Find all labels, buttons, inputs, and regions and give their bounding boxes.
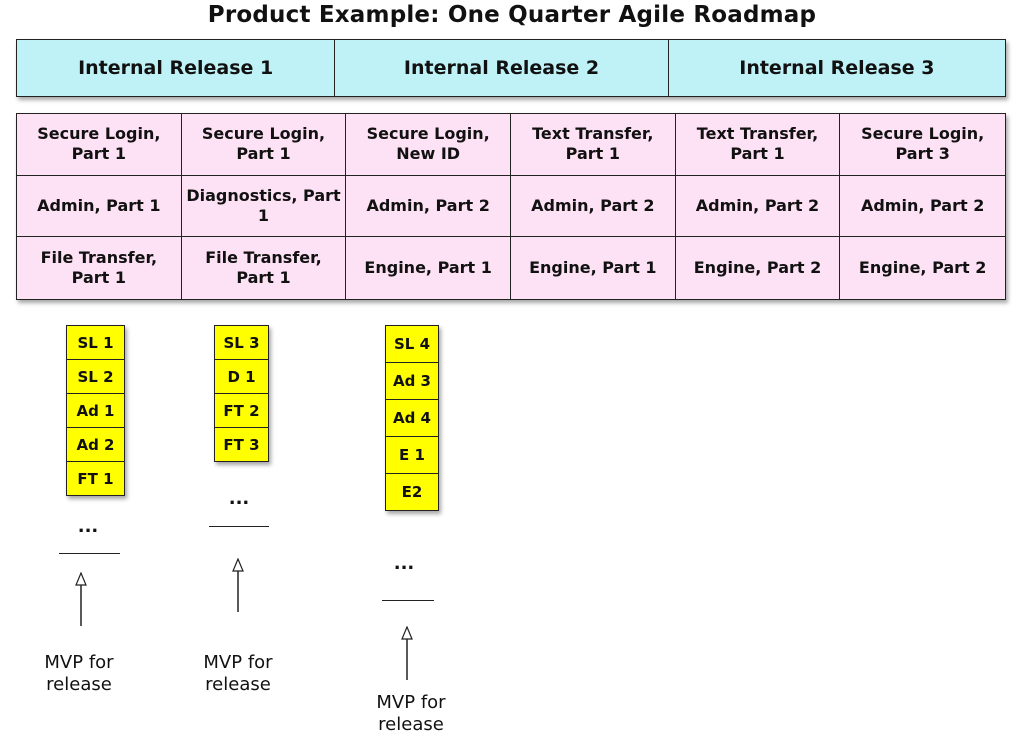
feature-cell: Text Transfer, Part 1 <box>675 114 841 176</box>
feature-cell: Text Transfer, Part 1 <box>511 114 676 176</box>
story-card: SL 4 <box>385 325 439 363</box>
feature-cell: Engine, Part 2 <box>840 237 1005 299</box>
feature-cell: Secure Login, Part 1 <box>17 114 182 176</box>
story-card: FT 2 <box>214 393 269 428</box>
feature-cell: Engine, Part 1 <box>346 237 511 299</box>
story-card: SL 1 <box>66 325 125 360</box>
story-card: FT 1 <box>66 461 125 496</box>
stack-2-mvp-label: MVP for release <box>203 652 273 695</box>
stack-2-ellipsis: ... <box>228 488 250 509</box>
feature-cell: File Transfer, Part 1 <box>181 237 347 299</box>
stack-2-cutline <box>209 526 269 527</box>
release-header-row: Internal Release 1 Internal Release 2 In… <box>16 39 1006 97</box>
release-1-header: Internal Release 1 <box>17 40 336 96</box>
stack-2-up-arrow-icon <box>232 558 244 612</box>
stack-3-up-arrow-icon <box>401 626 413 680</box>
feature-cell: Admin, Part 2 <box>511 175 676 238</box>
feature-cell: Secure Login, New ID <box>346 114 511 176</box>
release-2-header: Internal Release 2 <box>335 40 669 96</box>
stack-1-mvp-label: MVP for release <box>44 652 114 695</box>
feature-grid: Secure Login, Part 1 Secure Login, Part … <box>16 113 1006 300</box>
story-stack-3: SL 4 Ad 3 Ad 4 E 1 E2 <box>385 325 439 511</box>
feature-cell: Secure Login, Part 3 <box>840 114 1005 176</box>
story-card: Ad 2 <box>66 427 125 462</box>
story-card: Ad 1 <box>66 393 125 428</box>
feature-cell: Admin, Part 2 <box>675 175 841 238</box>
feature-cell: Diagnostics, Part 1 <box>181 175 347 238</box>
story-card: SL 2 <box>66 359 125 394</box>
feature-cell: File Transfer, Part 1 <box>17 237 182 299</box>
story-card: E 1 <box>385 436 439 474</box>
feature-cell: Admin, Part 1 <box>17 175 182 238</box>
page-title: Product Example: One Quarter Agile Roadm… <box>207 2 817 28</box>
stack-1-cutline <box>59 553 120 554</box>
story-card: Ad 4 <box>385 399 439 437</box>
story-card: E2 <box>385 473 439 511</box>
feature-cell: Engine, Part 2 <box>675 237 841 299</box>
story-card: Ad 3 <box>385 362 439 400</box>
stack-3-mvp-label: MVP for release <box>376 692 446 735</box>
story-stack-1: SL 1 SL 2 Ad 1 Ad 2 FT 1 <box>66 325 125 496</box>
story-card: D 1 <box>214 359 269 394</box>
story-card: FT 3 <box>214 427 269 462</box>
stack-1-up-arrow-icon <box>75 572 87 626</box>
story-card: SL 3 <box>214 325 269 360</box>
feature-cell: Admin, Part 2 <box>346 175 511 238</box>
stack-3-ellipsis: ... <box>393 553 415 574</box>
release-3-header: Internal Release 3 <box>668 40 1005 96</box>
stack-3-cutline <box>382 600 434 601</box>
stack-1-ellipsis: ... <box>77 516 99 537</box>
feature-cell: Engine, Part 1 <box>511 237 676 299</box>
feature-cell: Admin, Part 2 <box>840 175 1005 238</box>
story-stack-2: SL 3 D 1 FT 2 FT 3 <box>214 325 269 462</box>
feature-cell: Secure Login, Part 1 <box>181 114 347 176</box>
